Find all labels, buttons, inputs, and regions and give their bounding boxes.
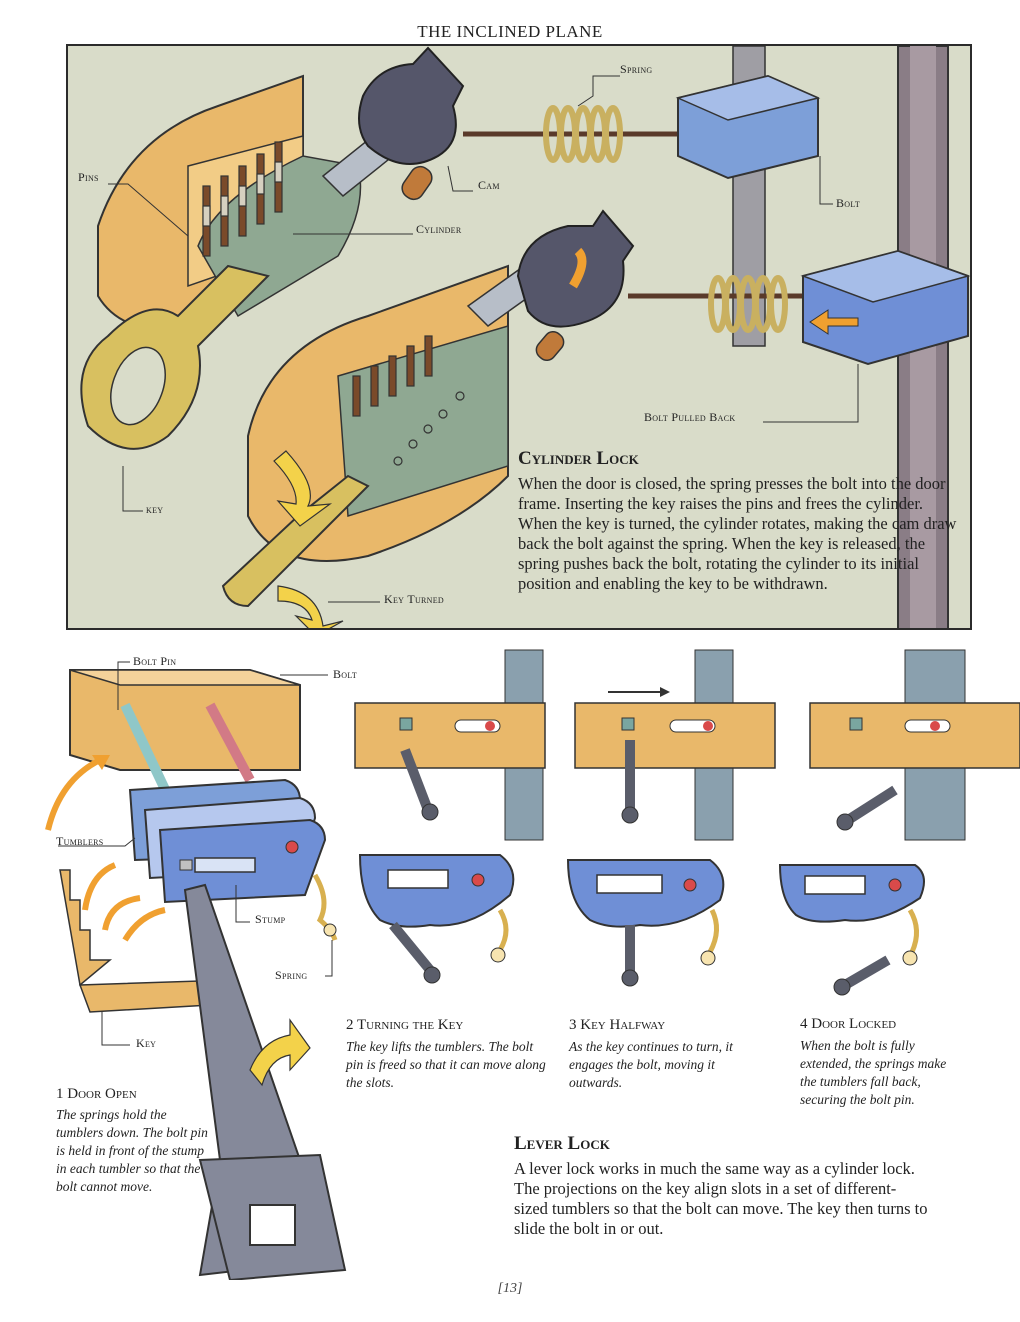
label-stump: Stump [255,912,286,926]
lever-lock-title: Lever Lock [514,1133,610,1154]
step-3-title: 3 Key Halfway [569,1017,666,1033]
label-lever-key: Key [136,1036,157,1050]
label-key-turned: Key Turned [384,592,444,606]
label-key: key [146,502,164,516]
cylinder-lock-text: When the door is closed, the spring pres… [518,474,957,593]
lever-lock-illustration [45,649,1020,1280]
step-3-text: As the key continues to turn, it engages… [569,1039,733,1090]
label-pins: Pins [78,170,99,184]
label-cylinder: Cylinder [416,222,462,236]
label-bolt-pulled-back: Bolt Pulled Back [644,410,736,424]
label-spring: Spring [620,62,653,76]
cylinder-lock-title: Cylinder Lock [518,448,639,469]
lever-lock-text: A lever lock works in much the same way … [514,1159,928,1238]
cylinder-lock-panel: Spring Pins Cam Bolt Cylinder Bolt Pulle… [66,44,972,630]
label-cam: Cam [478,178,500,192]
step-1-title: 1 Door Open [56,1086,137,1102]
label-bolt-pin: Bolt Pin [133,654,177,668]
label-lever-spring: Spring [275,968,308,982]
page-number: [13] [497,1281,523,1296]
step-2-title: 2 Turning the Key [346,1017,464,1033]
label-bolt: Bolt [836,196,861,210]
running-header: THE INCLINED PLANE [417,22,603,41]
step-1-text: The springs hold the tumblers down. The … [56,1107,208,1194]
step-4-text: When the bolt is fully extended, the spr… [800,1038,947,1107]
label-lever-bolt: Bolt [333,667,358,681]
cylinder-lock-illustration [80,46,970,628]
label-tumblers: Tumblers [56,834,104,848]
step-4-title: 4 Door Locked [800,1016,897,1032]
step-2-text: The key lifts the tumblers. The bolt pin… [346,1039,546,1090]
